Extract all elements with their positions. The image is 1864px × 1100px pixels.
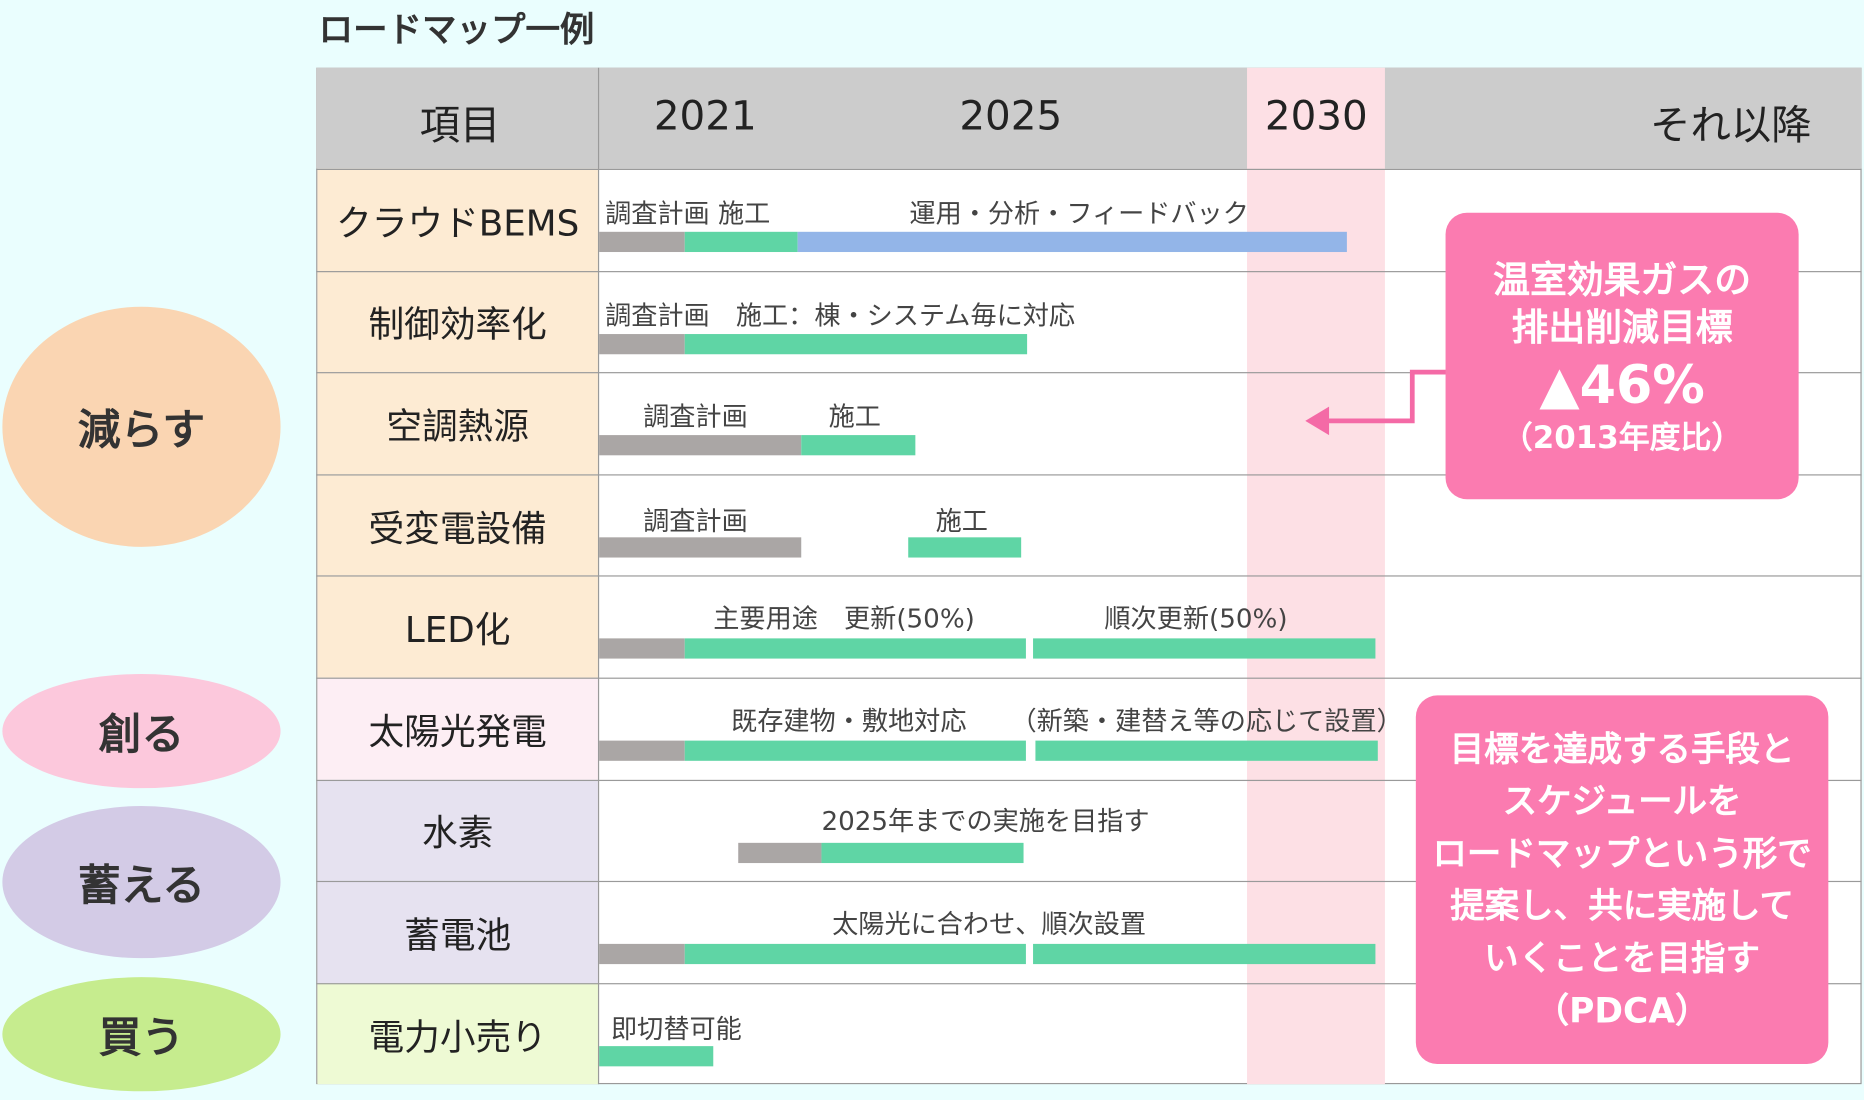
row-divider [316,168,1862,170]
row-label: （新築・建替え等の応じて設置） [1010,707,1403,738]
callout-line: ロードマップという形で [1432,833,1812,874]
row-label: 既存建物・敷地対応 [731,707,967,738]
row-divider [316,881,1862,883]
bar-survey [599,740,685,761]
row-divider [316,779,1862,781]
bar-construction [908,537,1021,558]
row-item-label: 受変電設備 [317,474,598,576]
row-label: 調査計画 [643,402,748,433]
header-year-2025: 2025 [959,92,1063,141]
goal-callout: 目標を達成する手段と スケジュールを ロードマップという形で 提案し、共に実施し… [1415,695,1829,1064]
bar-construction [1033,944,1376,965]
bar-construction [801,435,916,456]
category-create: 創る [2,674,281,789]
row-label: 2025年までの実施を目指す [821,807,1150,837]
bar-operation [797,231,1348,253]
row-divider [316,677,1862,679]
category-reduce: 減らす [2,306,281,547]
bar-survey [599,944,685,965]
row-item-label: 太陽光発電 [317,677,598,780]
row-divider [316,982,1862,985]
bar-survey [599,333,685,354]
row-divider [316,270,1862,272]
row-item-label: クラウドBEMS [317,168,598,271]
bar-survey [599,435,802,456]
bar-construction [821,842,1024,863]
row-item-label: 蓄電池 [317,881,598,983]
row-label: 施工 [828,402,881,433]
row-label: 調査計画 施工：棟・システム毎に対応 [605,301,1076,332]
bar-construction [1035,740,1379,761]
header-later: それ以降 [1650,102,1812,150]
bar-construction [1033,638,1376,660]
row-label: 太陽光に合わせ、順次設置 [832,910,1147,941]
table-header [316,67,1862,169]
row-divider [316,575,1862,578]
callout-line: 温室効果ガスの [1493,258,1752,302]
column-divider [597,67,600,1085]
row-item-label: 水素 [317,779,598,882]
bar-construction [684,638,1027,660]
bar-construction [684,944,1027,965]
page-title: ロードマップ一例 [318,9,595,50]
header-year-2021: 2021 [653,92,757,141]
row-label: 調査計画 施工 [605,199,771,230]
category-store: 蓄える [2,805,281,959]
header-item: 項目 [419,102,501,150]
row-item-label: 制御効率化 [317,270,598,373]
row-label: 即切替可能 [611,1015,742,1045]
bar-construction [684,740,1027,761]
callout-line: スケジュールを [1502,781,1742,822]
row-label: 運用・分析・フィードバック [909,199,1249,230]
callout-line: （2013年度比） [1501,420,1743,456]
row-label: 施工 [935,507,988,538]
bar-construction [684,231,798,253]
callout-line: 目標を達成する手段と [1449,728,1795,770]
callout-line: 排出削減目標 [1511,306,1733,349]
header-year-2030: 2030 [1264,92,1368,141]
bar-survey [599,638,685,660]
bar-construction [684,333,1028,354]
callout-line: （PDCA） [1534,990,1710,1031]
row-item-label: 電力小売り [317,982,598,1085]
bar-survey [599,537,802,558]
target-callout: 温室効果ガスの 排出削減目標 ▲46% （2013年度比） [1445,212,1799,500]
category-buy: 買う [2,977,281,1092]
row-label: 調査計画 [643,507,748,538]
row-label: 順次更新(50%) [1104,605,1288,635]
row-item-label: 空調熱源 [317,372,598,475]
arrow-icon [1305,369,1451,436]
row-divider [316,474,1862,476]
callout-line: 提案し、共に実施して [1450,885,1794,927]
bar-construction [599,1045,713,1067]
bar-survey [738,842,822,863]
row-label: 主要用途 更新(50%) [713,605,975,635]
bar-survey [599,231,685,253]
row-item-label: LED化 [317,575,598,678]
callout-percent: ▲46% [1539,354,1705,416]
callout-line: いくことを目指す [1484,937,1760,979]
row-divider [316,372,1862,374]
